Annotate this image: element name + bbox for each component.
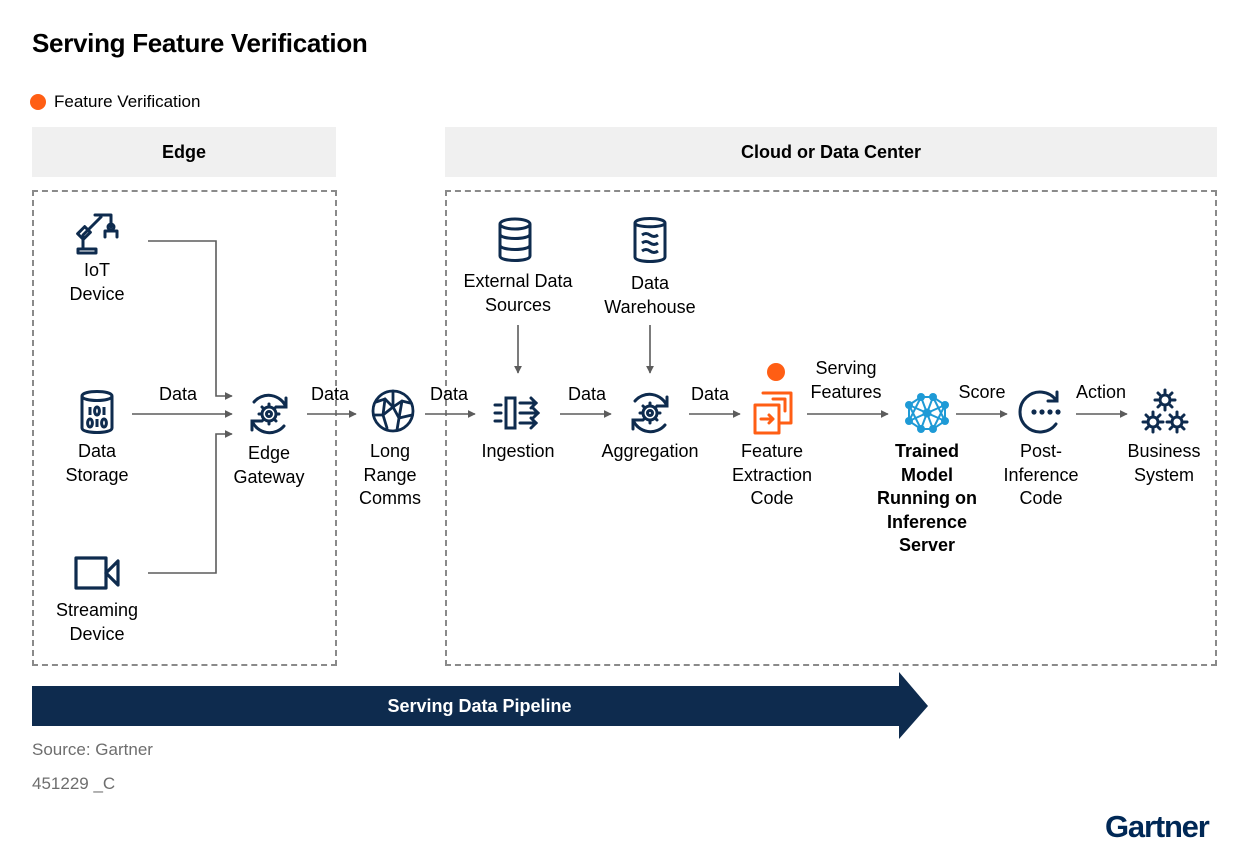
node-label-line: Extraction xyxy=(731,464,813,485)
node-ingestion: Ingestion xyxy=(481,440,554,464)
pipeline-label: Serving Data Pipeline xyxy=(387,695,572,716)
neural-network-icon xyxy=(905,393,949,433)
aggregation-gear-sync-icon xyxy=(631,392,669,434)
node-label-line: System xyxy=(1133,464,1195,485)
node-label-line: Warehouse xyxy=(604,296,696,317)
feature-verification-marker xyxy=(767,363,785,381)
node-label-line: Inference xyxy=(886,511,968,532)
legend: Feature Verification xyxy=(30,91,200,113)
network-globe-icon xyxy=(371,389,415,433)
node-streaming-device: Streaming Device xyxy=(56,599,138,646)
node-label-line: Data xyxy=(77,441,117,461)
node-label-line: Long xyxy=(369,441,411,461)
cloud-section-header: Cloud or Data Center xyxy=(445,127,1217,177)
video-camera-icon xyxy=(74,556,120,590)
edge-label-ingestion-to-aggregation: Data xyxy=(567,384,607,404)
node-label-line: Aggregation xyxy=(601,441,699,461)
edge-label-action: Action xyxy=(1075,382,1127,402)
gear-sync-icon xyxy=(250,393,288,435)
node-business-system: Business System xyxy=(1127,440,1200,487)
streaming-to-gateway-arrow xyxy=(148,430,233,574)
node-label-line: Running on xyxy=(877,488,977,508)
page-title: Serving Feature Verification xyxy=(32,28,368,58)
node-long-range-comms: Long Range Comms xyxy=(359,440,421,511)
node-feature-extraction-code: Feature Extraction Code xyxy=(732,440,812,511)
node-label-line: Storage xyxy=(65,464,129,485)
gartner-logo: Gartner xyxy=(1105,809,1210,844)
legend-label: Feature Verification xyxy=(54,92,201,111)
gears-icon xyxy=(1141,388,1189,434)
node-label-line: Inference xyxy=(1003,464,1079,485)
data-warehouse-icon xyxy=(633,217,667,263)
node-label-line: Trained xyxy=(894,441,960,461)
circular-arrow-dots-icon xyxy=(1018,390,1061,434)
edge-section-header: Edge xyxy=(32,127,336,177)
iot-to-gateway-arrow xyxy=(148,240,233,400)
node-external-data-sources: External Data Sources xyxy=(463,270,572,317)
node-label-line: Data xyxy=(630,273,670,293)
edge-region xyxy=(32,190,337,666)
node-label-line: Server xyxy=(898,535,956,555)
node-label-line: Ingestion xyxy=(481,441,555,461)
ingestion-arrows-icon xyxy=(493,396,541,430)
node-label-line: Device xyxy=(69,283,125,304)
node-label-line: Comms xyxy=(359,488,421,508)
node-label-line: Business xyxy=(1127,441,1201,461)
node-trained-model: Trained Model Running on Inference Serve… xyxy=(877,440,977,558)
edge-label-line: Features xyxy=(810,381,882,402)
edge-label-gateway-to-comms: Data xyxy=(310,384,350,404)
node-label-line: Range xyxy=(363,464,417,485)
binary-storage-icon xyxy=(80,390,114,434)
node-data-warehouse: Data Warehouse xyxy=(604,272,695,319)
node-label-line: Model xyxy=(901,464,953,485)
node-data-storage: Data Storage xyxy=(65,440,128,487)
node-iot-device: IoT Device xyxy=(69,259,124,306)
edge-label-line: Serving xyxy=(815,358,877,378)
edge-label-serving-features: Serving Features xyxy=(810,357,881,404)
cloud-region xyxy=(445,190,1217,666)
feature-extraction-icon xyxy=(753,391,793,435)
node-label-line: Gateway xyxy=(233,466,305,487)
edge-label-comms-to-ingestion: Data xyxy=(429,384,469,404)
pipeline-arrow xyxy=(32,672,928,739)
node-label-line: External Data xyxy=(463,271,573,291)
node-edge-gateway: Edge Gateway xyxy=(233,442,304,489)
database-icon xyxy=(498,217,532,262)
edge-label-score: Score xyxy=(958,382,1006,402)
legend-marker-icon xyxy=(30,94,46,110)
node-label-line: Device xyxy=(69,623,125,644)
node-label-line: Code xyxy=(750,488,794,508)
source-note: Source: Gartner xyxy=(32,740,153,759)
node-aggregation: Aggregation xyxy=(601,440,698,464)
robot-arm-icon xyxy=(76,213,119,255)
node-label-line: Streaming xyxy=(55,600,139,620)
figure-id: 451229 _C xyxy=(32,774,116,793)
node-label-line: Edge xyxy=(247,443,291,463)
node-post-inference-code: Post- Inference Code xyxy=(1003,440,1078,511)
node-label-line: Sources xyxy=(484,294,552,315)
node-label-line: Feature xyxy=(740,441,804,461)
edge-label-aggregation-to-extraction: Data xyxy=(690,384,730,404)
node-label-line: IoT xyxy=(83,260,110,280)
edge-label-storage-to-gateway: Data xyxy=(158,384,198,404)
node-label-line: Code xyxy=(1019,488,1063,508)
node-label-line: Post- xyxy=(1019,441,1062,461)
